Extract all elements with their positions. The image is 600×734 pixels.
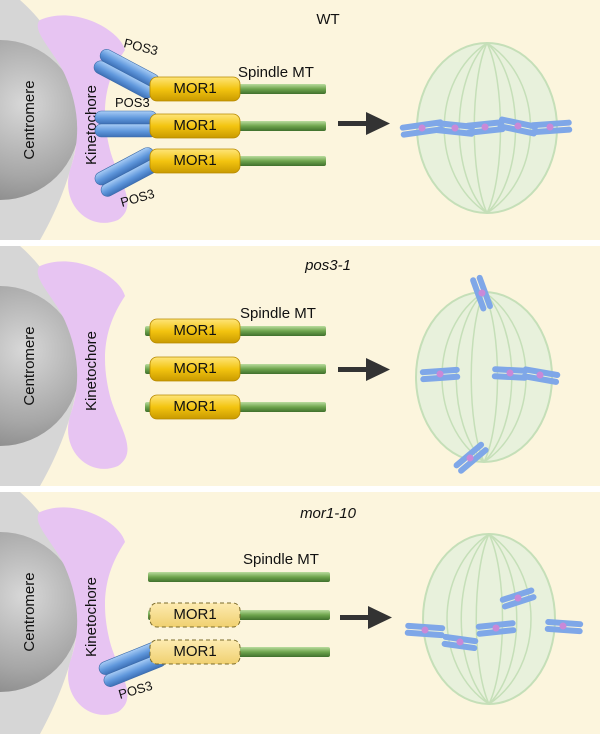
centromere-label: Centromere <box>21 80 38 159</box>
kinetochore <box>37 261 128 469</box>
spindle-mt-label: Spindle MT <box>243 551 319 568</box>
chromosomes <box>399 116 573 138</box>
mor1-label: MOR1 <box>173 152 216 169</box>
microtubule <box>236 84 326 94</box>
kinetochore-label: Kinetochore <box>83 577 100 657</box>
pos3-label: POS3 <box>115 95 150 110</box>
mor1-protein <box>149 113 241 139</box>
panel-title: WT <box>316 11 339 28</box>
microtubule <box>236 156 326 166</box>
mor1-label: MOR1 <box>173 398 216 415</box>
panel-mor1-10: Centromere Kinetochore Spindle MT POS3 M… <box>0 492 600 734</box>
mor1-label: MOR1 <box>173 643 216 660</box>
centromere <box>0 532 80 692</box>
spindle-mt-label: Spindle MT <box>238 64 314 81</box>
mor1-label: MOR1 <box>173 322 216 339</box>
centromere <box>0 40 80 200</box>
chromosomes <box>404 587 584 652</box>
centromere-label: Centromere <box>21 326 38 405</box>
mor1-label: MOR1 <box>173 117 216 134</box>
panel-title: mor1-10 <box>300 505 357 522</box>
panel-wt: Centromere Kinetochore Spindle MT POS3 P… <box>0 0 600 240</box>
mor1-protein-mutant <box>149 639 241 665</box>
mor1-protein-mutant <box>149 602 241 628</box>
chromosomes <box>419 274 561 474</box>
mor1-protein <box>149 148 241 174</box>
kinetochore-label: Kinetochore <box>83 85 100 165</box>
panel-pos3-1: Centromere Kinetochore Spindle MT MOR1 M… <box>0 246 600 486</box>
mor1-protein <box>149 394 241 420</box>
pos3-complex <box>94 110 158 138</box>
centromere <box>0 286 80 446</box>
spindle <box>422 533 556 705</box>
spindle-mt-label: Spindle MT <box>240 305 316 322</box>
mor1-protein <box>149 318 241 344</box>
mor1-protein <box>149 76 241 102</box>
arrow-icon <box>338 358 390 381</box>
mor1-label: MOR1 <box>173 80 216 97</box>
mor1-label: MOR1 <box>173 360 216 377</box>
arrow-icon <box>338 112 390 135</box>
microtubule <box>236 121 326 131</box>
arrow-icon <box>340 606 392 629</box>
kinetochore-label: Kinetochore <box>83 331 100 411</box>
mor1-protein <box>149 356 241 382</box>
microtubule <box>148 572 330 582</box>
mor1-label: MOR1 <box>173 606 216 623</box>
panel-title: pos3-1 <box>304 257 351 274</box>
centromere-label: Centromere <box>21 572 38 651</box>
